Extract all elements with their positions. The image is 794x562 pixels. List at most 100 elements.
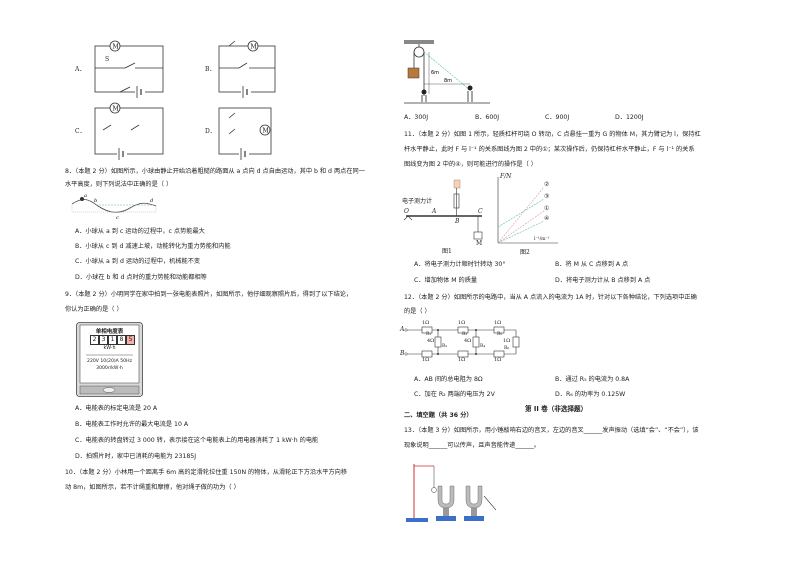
circuit-figure-d: D． M: [205, 100, 285, 166]
meter-digits: 2 3 1 8 5: [90, 335, 135, 345]
meter-digit: 8: [117, 335, 126, 345]
q9-option-a: A．电能表的标定电流是 20 A: [75, 405, 158, 412]
q12-option-c: C．加在 R₂ 两端的电压为 2V: [414, 391, 495, 398]
r5-label: R₅: [497, 332, 503, 337]
l-axis-label: l⁻¹/m⁻¹: [534, 237, 550, 242]
mass-m-label: M: [476, 240, 483, 247]
q10-option-a: A．300J: [404, 114, 429, 121]
q9-option-c: C．电能表的转盘转过 3 000 转，表示接在这个电能表上的用电器消耗了 1 k…: [75, 437, 319, 444]
circuit-figure-c: C． M: [75, 100, 185, 166]
svg-text:M: M: [113, 44, 119, 51]
circuit-a-diagram: M: [94, 40, 164, 98]
q8-stem-line1: 8．（本题 2 分）如图所示，小球由静止开始沿着粗糙的路面从 a 点向 d 点自…: [65, 168, 365, 175]
q11-option-d: D．将电子测力计从 B 点移到 A 点: [555, 277, 651, 284]
r3-label: R₃: [462, 332, 468, 337]
q12-stem-line1: 12．（本题 2 分）如图所示的电路中，当从 A 点流入的电流为 1A 时，针对…: [404, 294, 697, 301]
q12-option-d: D．R₆ 的功率为 0.125W: [555, 391, 626, 398]
q9-stem-line2: 你认为正确的是（ ）: [65, 306, 123, 313]
f-vs-inverse-l-graph: [497, 177, 558, 244]
figure2-caption: 图2: [520, 249, 530, 256]
terminal-b-label: B: [400, 350, 405, 357]
q11-stem-line1: 11．（本题 2 分）如图 1 所示，轻质杠杆可绕 O 转动，C 点悬挂一重为 …: [404, 131, 701, 138]
q11-stem-line3: 图线变为图 2 中的④，则可能进行的操作是（ ）: [404, 161, 537, 168]
resistor-top3: 1Ω: [494, 320, 502, 326]
svg-text:M: M: [251, 44, 257, 51]
pulley-diagram: 6m 8m: [404, 40, 490, 104]
q8-option-d: D．小球在 b 和 d 点时的重力势能和动能都相等: [75, 274, 207, 281]
q9-option-d: D．拍照片时，家中已消耗的电能为 23185J: [75, 453, 197, 460]
q8-option-b: B．小球从 c 到 d 减速上坡，动能转化为重力势能和内能: [75, 243, 231, 250]
circuit-d-diagram: M: [218, 107, 272, 160]
meter-title: 单相电度表: [95, 329, 124, 335]
svg-text:M: M: [263, 128, 269, 135]
q9-option-b: B．电能表工作时允许的最大电流是 10 A: [75, 421, 189, 428]
meter-digit: 1: [108, 335, 117, 345]
r2-label: R₂: [442, 344, 448, 349]
lever-diagram: [403, 179, 483, 240]
meter-unit: kW·h: [103, 346, 116, 351]
option-a-label: A．: [75, 66, 86, 73]
curve-4-label: ④: [544, 215, 550, 222]
resistor-bot1: 1Ω: [422, 357, 430, 363]
circuit-figure-b: B． M: [205, 38, 285, 104]
q12-option-b: B．通过 R₅ 的电流为 0.8A: [555, 376, 630, 383]
section-2-heading: 第 II 卷（非选择题）: [525, 405, 588, 413]
meter-digit: 5: [126, 335, 135, 345]
q10-option-c: C．900J: [545, 114, 570, 121]
q10-pulley-figure: 6m 8m: [402, 38, 492, 108]
q10-option-d: D．1200J: [615, 114, 644, 121]
fill-in-section-heading: 二、填空题（共 36 分）: [404, 412, 473, 419]
r6-label: R₆: [504, 346, 510, 351]
resistor-top1: 1Ω: [422, 320, 430, 326]
resistor-bot3: 1Ω: [494, 357, 502, 363]
meter-spec-line1: 220V 10(20)A 50Hz: [87, 359, 132, 364]
f-axis-label: F/N: [500, 173, 512, 180]
q12-option-a: A．AB 间的总电阻为 8Ω: [414, 376, 483, 383]
r1-label: R₁: [426, 332, 432, 337]
r4-label: R₄: [480, 344, 486, 349]
option-c-label: C．: [75, 128, 86, 135]
curve-2-label: ②: [544, 181, 550, 188]
svg-text:M: M: [113, 106, 119, 113]
circuit-b-diagram: M: [218, 40, 276, 98]
q10-stem-line2: 动 8m，如图所示，若不计绳重和摩擦，他对绳子做的功为（ ）: [65, 484, 240, 491]
meter-disc-line: [86, 354, 133, 356]
svg-text:c: c: [116, 215, 119, 221]
circuit-c-diagram: M: [94, 102, 164, 160]
q8-stem-line2: 水平高度，则下列说法中正确的是（ ）: [65, 181, 173, 188]
lever-point-a: A: [432, 208, 437, 215]
lever-point-b: B: [455, 218, 460, 225]
svg-text:d: d: [150, 198, 153, 204]
q11-lever-figure: 电子测力计 O A B C M 图1: [402, 176, 492, 256]
curve-3-label: ③: [544, 193, 550, 200]
meter-digit: 3: [99, 335, 108, 345]
q12-ladder-circuit: A B 1Ω 1Ω 1Ω 1Ω 1Ω 1Ω 4Ω 4Ω 1Ω R₁ R₂ R₃ …: [400, 320, 522, 364]
ladder-circuit-diagram: [404, 326, 520, 358]
resistor-mid3: 1Ω: [503, 338, 511, 344]
q12-stem-line2: 的是（ ）: [404, 308, 431, 315]
switch-s-label: S: [105, 56, 110, 63]
option-b-label: B．: [205, 66, 216, 73]
q9-meter-figure: 单相电度表 2 3 1 8 5 kW·h 220V 10(20)A 50Hz 3…: [76, 322, 143, 397]
svg-text:8m: 8m: [444, 78, 452, 84]
tuning-fork-diagram: [406, 464, 497, 522]
meter-spec-line2: 3000r/kW·h: [96, 366, 123, 371]
q8-option-a: A．小球从 a 到 c 运动的过程中，c 点势能最大: [75, 228, 205, 235]
q8-track-diagram: b c d a: [71, 193, 157, 221]
curve-1-label: ①: [544, 205, 550, 212]
figure1-caption: 图1: [442, 248, 452, 255]
q13-stem-line2: 现象说明______可以传声，且声音能传递______。: [404, 442, 541, 449]
lever-point-o: O: [404, 208, 409, 215]
svg-text:b: b: [94, 198, 97, 204]
option-d-label: D．: [205, 128, 216, 135]
q8-option-c: C．小球从 a 到 d 运动的过程中，机械能不变: [75, 258, 201, 265]
q8-track-figure: b c d a: [70, 192, 160, 226]
q10-option-b: B．600J: [475, 114, 500, 121]
lever-point-c: C: [478, 208, 483, 215]
svg-text:6m: 6m: [431, 70, 439, 76]
force-meter-label: 电子测力计: [402, 198, 433, 205]
q11-option-c: C．增加物体 M 的质量: [414, 277, 478, 284]
resistor-top2: 1Ω: [458, 320, 466, 326]
q13-tuning-fork-figure: [404, 456, 504, 526]
q11-graph-figure: F/N ② ③ ① ④ l⁻¹/m⁻¹ 图2: [492, 173, 562, 257]
